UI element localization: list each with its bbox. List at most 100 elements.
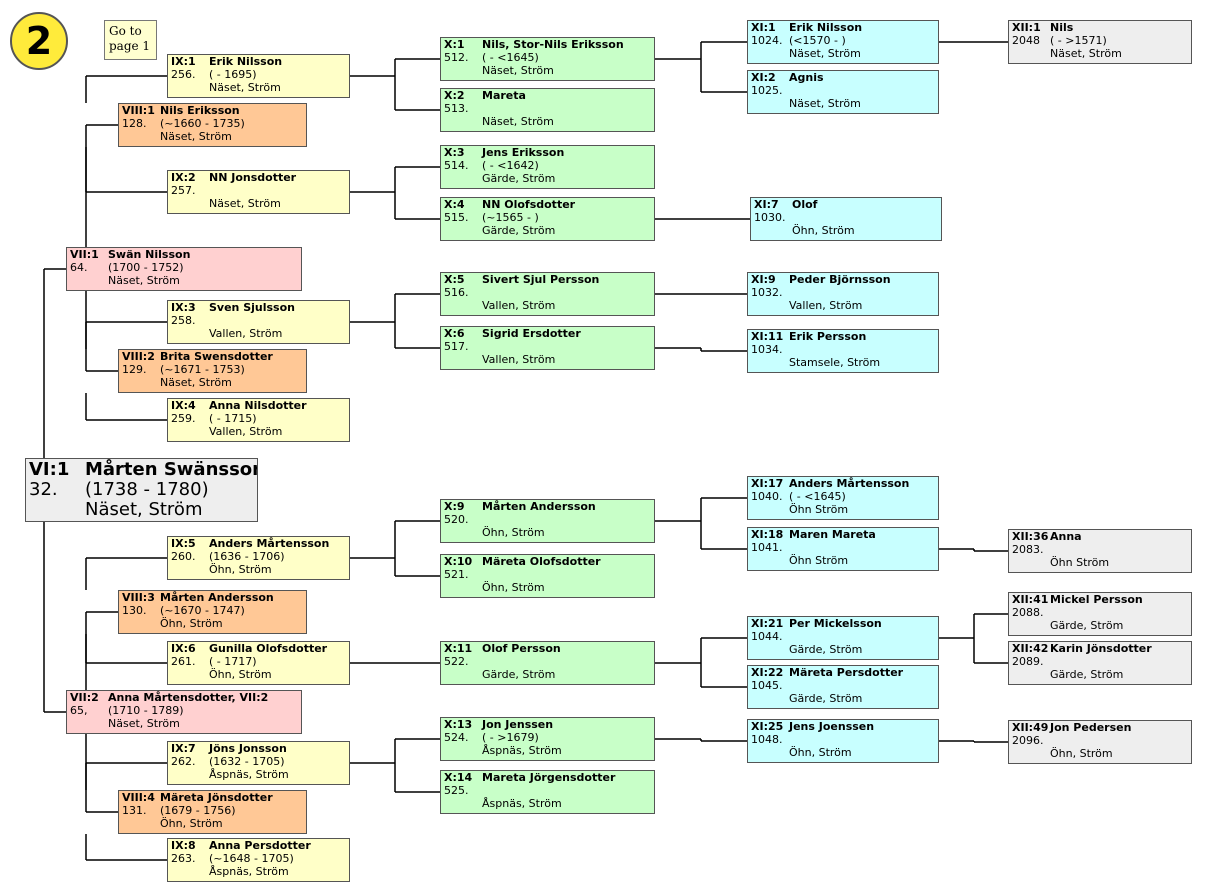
generation-label: XI:11 [751,330,784,343]
person-name: NN Olofsdotter [482,198,576,211]
life-dates: ( - 1695) [209,68,257,81]
person-details: 517. [444,340,654,353]
person-details: 516. [444,286,654,299]
ancestor-number: 1032. [751,286,783,299]
page-1-label: page 1 [109,39,151,53]
place: Gärde, Ström [482,172,556,185]
person-name: Mårten Andersson [482,500,596,513]
place: Vallen, Ström [209,425,283,438]
person-name: Mareta [482,89,526,102]
person-details: 262.(1632 - 1705) [171,755,349,768]
ancestor-number: 1030. [754,211,786,224]
ancestor-number: 524. [444,731,469,744]
ancestor-number: 1048. [751,733,783,746]
ancestor-number: 1024. [751,34,783,47]
person-title: XI:2 Agnis [751,71,938,84]
place: Vallen, Ström [209,327,283,340]
page-number-badge: 2 [10,12,68,70]
place: Näset, Ström [482,115,554,128]
life-dates: (~1670 - 1747) [160,604,245,617]
ancestor-number: 1044. [751,630,783,643]
place: Näset, Ström [108,274,180,287]
person-details: 2089. [1012,655,1191,668]
place: Åspnäs, Ström [209,768,289,781]
ancestor-number: 516. [444,286,469,299]
person-name: Swän Nilsson [108,248,191,261]
person-name: Jon Jenssen [482,718,554,731]
person-details: 263.(~1648 - 1705) [171,852,349,865]
place: Öhn Ström [789,503,849,516]
generation-label: XI:2 [751,71,776,84]
person-name: Erik Nilsson [789,21,863,34]
generation-label: X:5 [444,273,465,286]
person-details: 524.( - >1679) [444,731,654,744]
person-details: 129.(~1671 - 1753) [122,363,306,376]
person-name: Agnis [789,71,824,84]
generation-label: IX:6 [171,642,196,655]
generation-label: XII:41 [1012,593,1049,606]
life-dates: ( - >1571) [1050,34,1107,47]
person-details: 1040.( - <1645) [751,490,938,503]
life-dates: (<1570 - ) [789,34,846,47]
person-name: Jon Pedersen [1050,721,1132,734]
person-name: Anders Mårtensson [209,537,330,550]
generation-label: XII:42 [1012,642,1049,655]
ancestor-number: 257. [171,184,196,197]
generation-label: X:9 [444,500,465,513]
go-to-page-1-link[interactable]: Go to page 1 [104,20,157,60]
ancestor-number: 1045. [751,679,783,692]
